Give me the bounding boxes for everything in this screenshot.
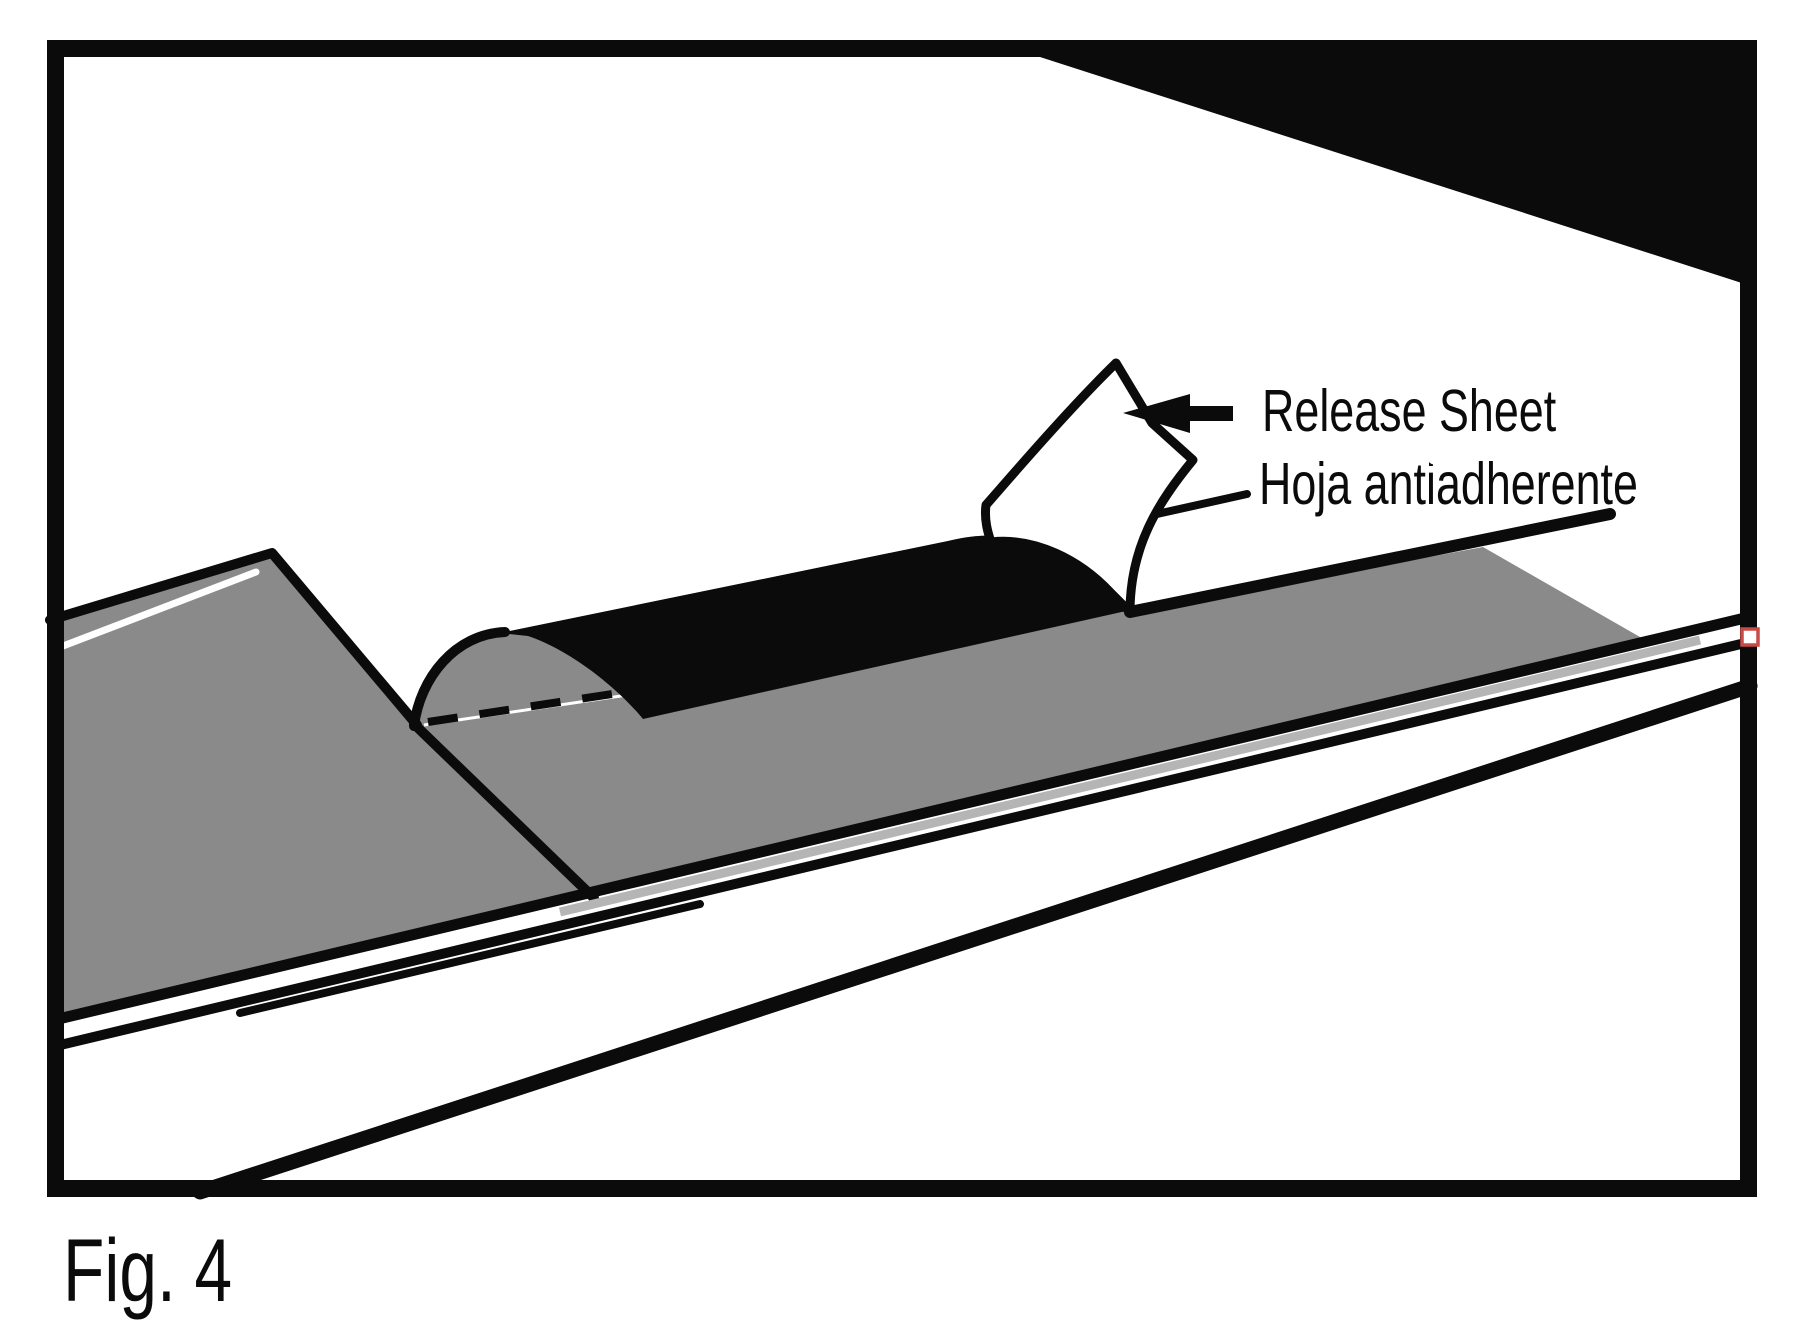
cap-fold-arc	[409, 627, 510, 731]
eave-course-line	[54, 639, 1743, 1051]
cap-highlight-line	[46, 568, 260, 655]
release-sheet-label-es: Hoja antiadherente	[1259, 451, 1638, 517]
eave-course-line-short	[236, 900, 704, 1017]
eave-edge-line	[48, 612, 1747, 1027]
cap-top-edge	[45, 548, 422, 730]
selection-handle[interactable]	[1740, 627, 1760, 647]
cap-front-edge	[409, 719, 599, 903]
label-pointer-line	[1153, 490, 1251, 518]
roof-bottom-edge-line	[192, 678, 1758, 1200]
release-sheet-label: Release Sheet	[1262, 378, 1557, 444]
corner-triangle	[1040, 57, 1748, 285]
release-sheet-arrow-icon	[1123, 394, 1233, 433]
ridge-line	[1124, 508, 1616, 618]
frame-border	[47, 40, 1757, 1197]
sealant-strip	[500, 535, 1126, 719]
eave-light-strip	[558, 635, 1702, 917]
figure-caption: Fig. 4	[63, 1220, 233, 1320]
release-sheet-shape	[981, 358, 1198, 617]
fold-dashed-line	[427, 687, 633, 726]
